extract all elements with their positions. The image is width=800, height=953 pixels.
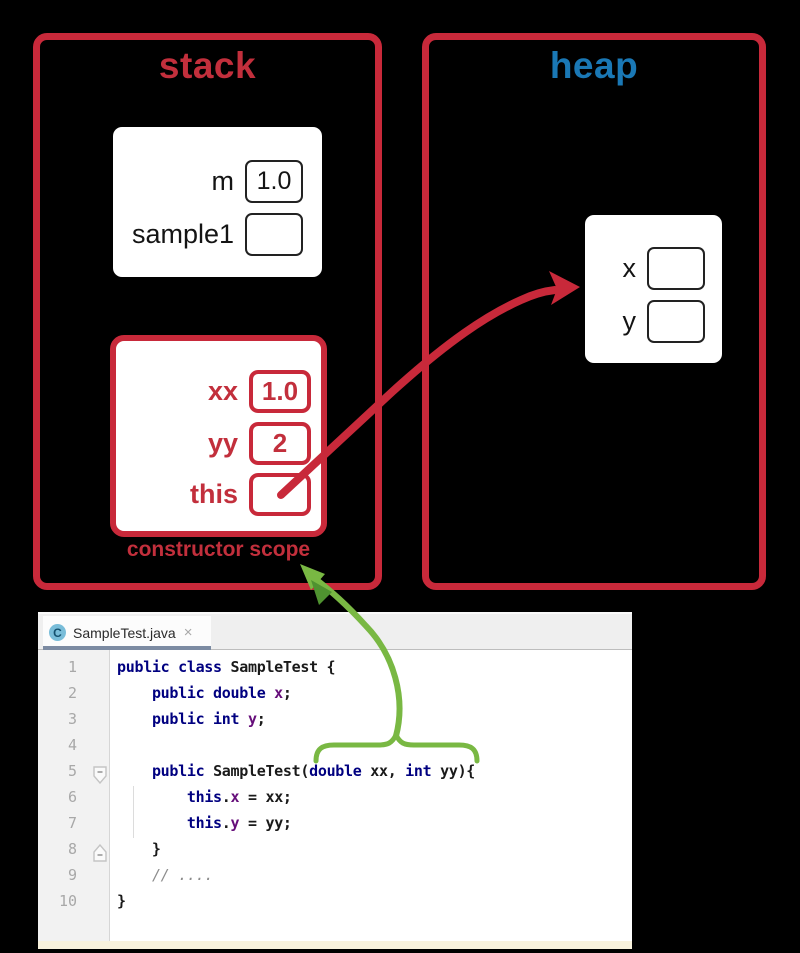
variable-name: this	[189, 479, 238, 509]
editor-body: 1 2 3 4 5 6 7 8 9 10 public class SampleTest { pu…	[38, 650, 632, 941]
tab-sampletest-java[interactable]: C SampleTest.java ×	[43, 616, 211, 650]
editor-bottom-strip	[38, 941, 632, 949]
code-line[interactable]: }	[117, 892, 126, 910]
code-lines[interactable]: public class SampleTest { public double …	[110, 650, 632, 941]
variable-name: m	[211, 166, 235, 196]
indent-guide-line	[133, 786, 134, 838]
close-icon[interactable]: ×	[183, 624, 193, 641]
variable-row: xx 1.0	[208, 370, 311, 413]
main-stack-frame: m 1.0 sample1	[113, 127, 322, 277]
variable-row: m 1.0	[211, 160, 303, 203]
code-line[interactable]: this.y = yy;	[186, 814, 292, 832]
code-line[interactable]: // ....	[151, 866, 214, 884]
code-line[interactable]: public int y;	[151, 710, 266, 728]
variable-row: sample1	[132, 213, 303, 256]
code-line[interactable]: public SampleTest(double xx, int yy){	[151, 762, 476, 780]
java-class-icon: C	[49, 624, 66, 641]
editor-tab-bar: C SampleTest.java ×	[38, 612, 632, 650]
line-number: 7	[67, 814, 77, 832]
stack-title: stack	[158, 45, 257, 86]
variable-name: yy	[207, 428, 238, 458]
line-number: 9	[67, 866, 77, 884]
line-number: 10	[58, 892, 77, 910]
variable-row: y	[622, 300, 705, 343]
code-line[interactable]: public class SampleTest {	[117, 658, 336, 676]
line-number: 1	[67, 658, 77, 676]
constructor-scope-frame: xx 1.0 yy 2 this	[110, 335, 327, 537]
variable-name: sample1	[131, 219, 234, 249]
variable-row: yy 2	[208, 422, 311, 465]
code-line[interactable]: public double x;	[151, 684, 292, 702]
variable-row: x	[622, 247, 705, 290]
variable-value-slot	[647, 300, 705, 343]
constructor-scope-caption: constructor scope	[126, 538, 311, 561]
line-number: 6	[67, 788, 77, 806]
variable-value-slot: 1.0	[245, 160, 303, 203]
line-number: 2	[67, 684, 77, 702]
variable-value-slot	[245, 213, 303, 256]
variable-row: this	[190, 473, 311, 516]
line-number: 3	[67, 710, 77, 728]
code-line[interactable]: }	[117, 840, 161, 858]
variable-name: xx	[207, 376, 238, 406]
fold-collapse-icon[interactable]	[93, 844, 107, 862]
variable-value-slot: 1.0	[249, 370, 311, 413]
gutter-numbers: 1 2 3 4 5 6 7 8 9 10	[38, 650, 110, 941]
tab-title: SampleTest.java	[73, 624, 176, 641]
line-number: 5	[67, 762, 77, 780]
heap-object-frame: x y	[585, 215, 722, 363]
variable-value-slot	[249, 473, 311, 516]
variable-name: y	[622, 306, 637, 336]
variable-value-slot	[647, 247, 705, 290]
line-number: 8	[67, 840, 77, 858]
code-editor-window: C SampleTest.java × 1 2 3 4 5 6 7 8 9 10 public c…	[38, 612, 632, 949]
variable-name: x	[622, 253, 637, 283]
code-line[interactable]	[117, 732, 632, 758]
variable-value-slot: 2	[249, 422, 311, 465]
fold-collapse-icon[interactable]	[93, 766, 107, 784]
line-number: 4	[67, 736, 77, 754]
heap-title: heap	[549, 45, 639, 86]
code-line[interactable]: this.x = xx;	[186, 788, 292, 806]
